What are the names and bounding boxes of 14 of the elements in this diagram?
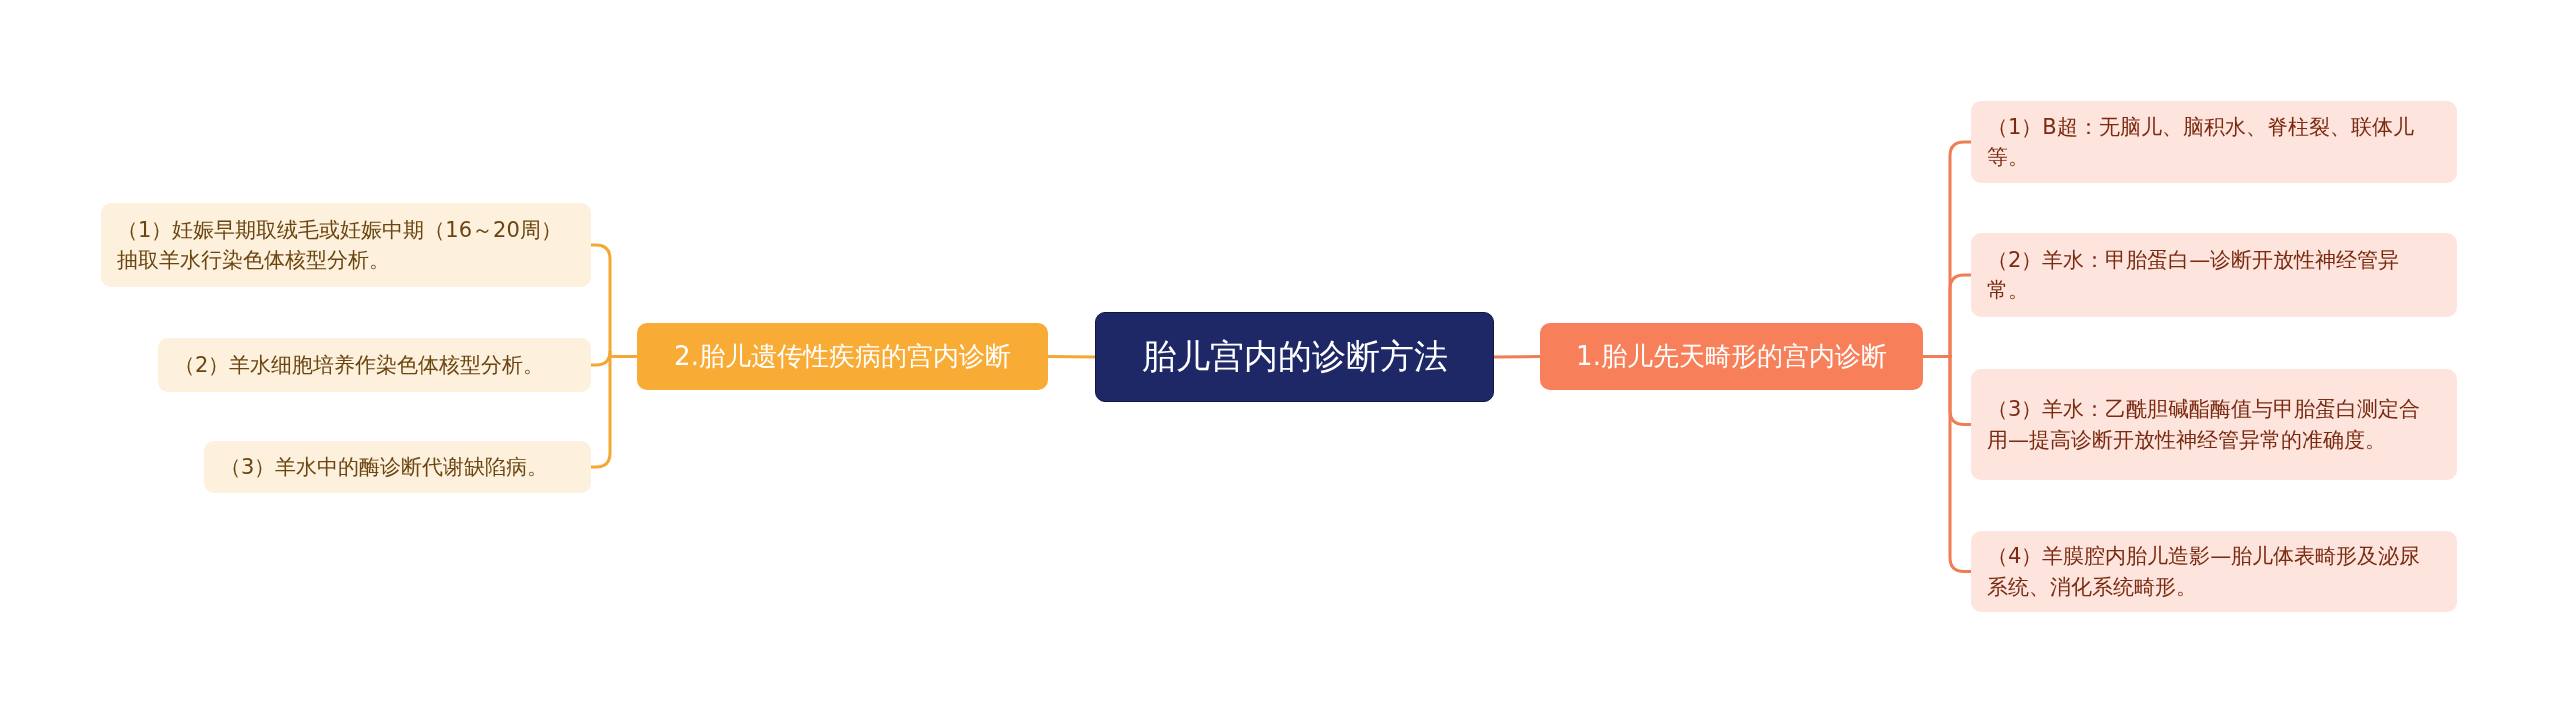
leaf-box: （3）羊水：乙酰胆碱酯酶值与甲胎蛋白测定合用—提高诊断开放性神经管异常的准确度。 xyxy=(1971,369,2457,480)
connector-line xyxy=(1923,355,1971,573)
connector-line xyxy=(1048,355,1095,359)
leaf-box: （1）妊娠早期取绒毛或妊娠中期（16～20周）抽取羊水行染色体核型分析。 xyxy=(101,203,591,287)
connector-line xyxy=(591,355,637,469)
leaf-box: （4）羊膜腔内胎儿造影—胎儿体表畸形及泌尿系统、消化系统畸形。 xyxy=(1971,531,2457,612)
central-topic-box: 胎儿宫内的诊断方法 xyxy=(1095,312,1494,402)
leaf-box: （2）羊水：甲胎蛋白—诊断开放性神经管异常。 xyxy=(1971,233,2457,317)
branch-box: 2.胎儿遗传性疾病的宫内诊断 xyxy=(637,323,1048,390)
branch-box: 1.胎儿先天畸形的宫内诊断 xyxy=(1540,323,1923,390)
leaf-box: （2）羊水细胞培养作染色体核型分析。 xyxy=(158,338,591,392)
leaf-box: （1）B超：无脑儿、脑积水、脊柱裂、联体儿等。 xyxy=(1971,101,2457,183)
connector-line xyxy=(1494,355,1540,359)
leaf-box: （3）羊水中的酶诊断代谢缺陷病。 xyxy=(204,441,591,493)
